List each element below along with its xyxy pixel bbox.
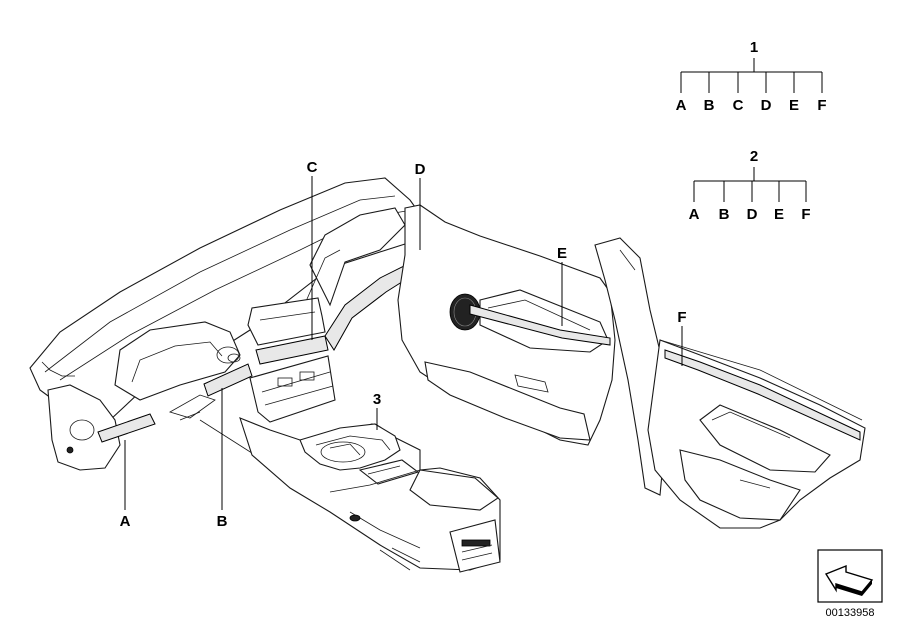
tree-2-child-d: D [747, 206, 758, 223]
tree-1-child-e: E [789, 97, 799, 114]
rear-door-illustration [647, 339, 866, 529]
callout-f: F [677, 309, 686, 326]
tree-2: 2 A B D E F [689, 148, 811, 223]
trim-strip-b [203, 363, 253, 397]
tree-1-child-a: A [676, 97, 687, 114]
callout-3: 3 [373, 391, 381, 408]
callout-d: D [415, 161, 426, 178]
callout-b: B [217, 513, 228, 530]
arrow-icon [824, 564, 874, 596]
tree-1-root: 1 [750, 39, 758, 56]
tree-1-child-b: B [704, 97, 715, 114]
diagram-id-badge: 00133958 [817, 549, 883, 619]
center-console-illustration [239, 417, 501, 573]
trim-strip-f [664, 349, 861, 441]
tree-1-child-f: F [817, 97, 826, 114]
tree-2-child-a: A [689, 206, 700, 223]
trim-strip-a [97, 413, 156, 443]
tree-2-child-e: E [774, 206, 784, 223]
front-door-illustration [397, 204, 666, 496]
tree-1-child-d: D [761, 97, 772, 114]
tree-1-child-c: C [733, 97, 744, 114]
tree-1: 1 A B C D E F [676, 39, 827, 114]
diagram-code: 00133958 [826, 607, 875, 619]
tree-2-root: 2 [750, 148, 758, 165]
callout-e: E [557, 245, 567, 262]
callout-c: C [307, 159, 318, 176]
tree-2-child-b: B [719, 206, 730, 223]
trim-strip-e [469, 304, 611, 346]
trim-strip-c [255, 335, 329, 365]
callout-a: A [120, 513, 131, 530]
callout-leaders [124, 176, 683, 510]
tree-2-child-f: F [801, 206, 810, 223]
